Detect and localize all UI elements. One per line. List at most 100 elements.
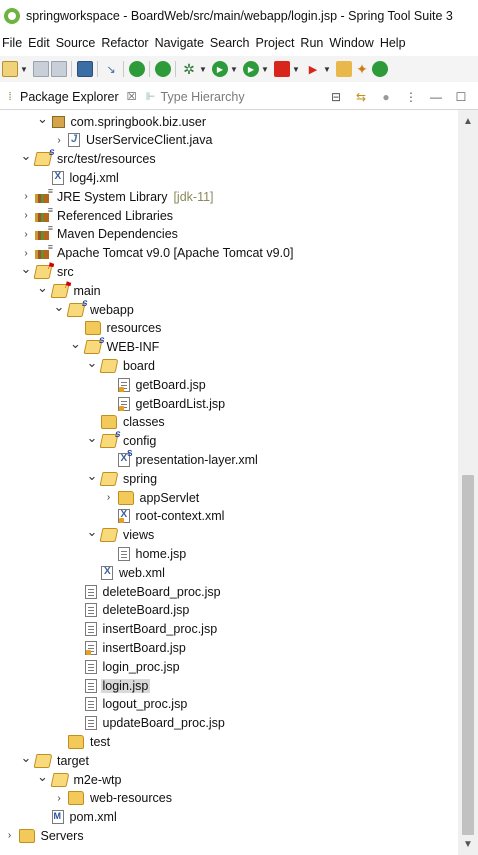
tree-item[interactable]: ›root-context.xml [0,507,458,526]
tree-item[interactable]: ›deleteBoard_proc.jsp [0,582,458,601]
refresh-icon[interactable] [372,61,388,77]
tree-item[interactable]: ›web.xml [0,563,458,582]
scroll-up-icon[interactable]: ▲ [463,115,473,127]
tree-item[interactable]: ›presentation-layer.xml [0,449,458,469]
menu-help[interactable]: Help [379,36,406,50]
tree-item[interactable]: ›classes [0,413,458,432]
tree-item[interactable]: ›insertBoard_proc.jsp [0,620,458,639]
tree-item[interactable]: ⌄target [0,749,458,770]
tree-item[interactable]: ›getBoardList.jsp [0,394,458,413]
chevron-down-icon[interactable]: ⌄ [86,354,98,370]
external-tools-icon[interactable]: ▶ [243,61,259,77]
tree-item[interactable]: ›JRE System Library[jdk-11] [0,186,458,206]
close-icon[interactable]: ☒ [126,91,137,103]
save-icon[interactable] [33,61,49,77]
tree-item[interactable]: ⌄WEB-INF [0,336,458,357]
toggle-breakpoint-icon[interactable]: ↘ [106,63,116,76]
spring-icon[interactable] [155,61,171,77]
tree-item[interactable]: ›updateBoard_proc.jsp [0,714,458,733]
debug-icon[interactable]: ✲ [183,60,195,77]
tree-item[interactable]: ⌄board [0,354,458,375]
chevron-down-icon[interactable]: ⌄ [86,467,98,483]
tree-item[interactable]: ›resources [0,319,458,338]
tree-item[interactable]: ›deleteBoard.jsp [0,601,458,620]
tree-item[interactable]: ›UserServiceClient.java [0,131,458,150]
chevron-down-icon[interactable]: ⌄ [53,298,65,314]
chevron-right-icon[interactable]: › [57,792,61,804]
stop-icon[interactable] [274,61,290,77]
menu-source[interactable]: Source [55,36,96,50]
tree-item[interactable]: ›logout_proc.jsp [0,695,458,714]
chevron-right-icon[interactable]: › [24,210,28,221]
menu-file[interactable]: File [2,36,23,50]
vertical-scrollbar[interactable]: ▲ ▼ [458,110,478,855]
scroll-thumb[interactable] [462,475,474,835]
save-all-icon[interactable] [51,61,67,77]
menu-project[interactable]: Project [255,36,295,50]
menu-window[interactable]: Window [329,36,374,50]
tree-item[interactable]: ⌄config [0,430,458,451]
tree-item[interactable]: ›login_proc.jsp [0,657,458,676]
tree-item[interactable]: ⌄main [0,279,458,300]
chevron-right-icon[interactable]: › [24,247,28,259]
run-dropdown-icon[interactable]: ▼ [230,64,238,74]
menu-search[interactable]: Search [209,36,250,50]
new-dropdown-icon[interactable]: ▼ [20,64,28,74]
tree-item[interactable]: ›Servers [0,826,458,845]
tab-package-explorer[interactable]: ⁞ Package Explorer ☒ [0,84,141,110]
external-tools-dropdown-icon[interactable]: ▼ [261,64,269,74]
tab-type-hierarchy[interactable]: ⊩ Type Hierarchy [141,84,249,110]
tree-item[interactable]: ›web-resources [0,789,458,808]
stop-dropdown-icon[interactable]: ▼ [292,64,300,74]
chevron-right-icon[interactable]: › [24,191,28,203]
chevron-down-icon[interactable]: ⌄ [37,110,48,126]
focus-on-task-icon[interactable]: ● [382,89,390,104]
tree-item[interactable]: ›Apache Tomcat v9.0 [Apache Tomcat v9.0] [0,242,458,263]
tree-item[interactable]: ⌄com.springbook.biz.user [0,110,458,131]
menu-run[interactable]: Run [300,36,324,50]
chevron-right-icon[interactable]: › [57,134,61,146]
deploy-dropdown-icon[interactable]: ▼ [323,64,331,74]
link-with-editor-icon[interactable]: ⇆ [355,89,367,104]
tree-item[interactable]: ›Referenced Libraries [0,205,458,225]
tree-item[interactable]: ⌄src [0,260,458,281]
chevron-down-icon[interactable]: ⌄ [20,148,32,164]
tree-item[interactable]: ›appServlet [0,488,458,507]
tree-item[interactable]: ⌄m2e-wtp [0,768,458,789]
tree-item[interactable]: ›log4j.xml [0,168,458,187]
view-menu-icon[interactable]: ⋮ [405,89,417,104]
run-icon[interactable]: ▶ [212,61,228,77]
open-type-icon[interactable] [336,61,352,77]
tree-item[interactable]: ›pom.xml [0,808,458,827]
tree-item[interactable]: ›home.jsp [0,544,458,563]
boot-dashboard-icon[interactable] [129,61,145,77]
package-explorer-tree[interactable]: ⌄com.springbook.biz.user›UserServiceClie… [0,110,458,855]
chevron-right-icon[interactable]: › [7,830,12,842]
debug-dropdown-icon[interactable]: ▼ [199,64,207,74]
tree-item[interactable]: ⌄views [0,524,458,545]
chevron-down-icon[interactable]: ⌄ [37,279,48,295]
tree-item[interactable]: ⌄src/test/resources [0,148,458,169]
menu-navigate[interactable]: Navigate [154,36,204,50]
chevron-right-icon[interactable]: › [106,492,111,503]
tree-item[interactable]: ›test [0,732,458,751]
tree-item[interactable]: ⌄spring [0,467,458,488]
chevron-down-icon[interactable]: ⌄ [20,260,32,276]
scroll-down-icon[interactable]: ▼ [463,838,473,850]
minimize-icon[interactable]: — [430,89,442,104]
tree-item[interactable]: ›insertBoard.jsp [0,638,458,657]
new-package-icon[interactable]: ✦ [356,60,368,77]
chevron-down-icon[interactable]: ⌄ [70,336,81,352]
menu-refactor[interactable]: Refactor [101,36,149,50]
chevron-down-icon[interactable]: ⌄ [20,749,32,765]
collapse-all-icon[interactable]: ⊟ [330,89,342,104]
tree-item[interactable]: ›login.jsp [0,676,458,695]
tree-item[interactable]: ›Maven Dependencies [0,223,458,244]
chevron-down-icon[interactable]: ⌄ [37,768,48,784]
chevron-down-icon[interactable]: ⌄ [86,430,98,446]
deploy-icon[interactable]: ▶ [308,63,318,76]
chevron-right-icon[interactable]: › [24,228,28,240]
maximize-icon[interactable]: ☐ [455,89,467,104]
menu-edit[interactable]: Edit [28,36,50,50]
tree-item[interactable]: ›getBoard.jsp [0,375,458,394]
